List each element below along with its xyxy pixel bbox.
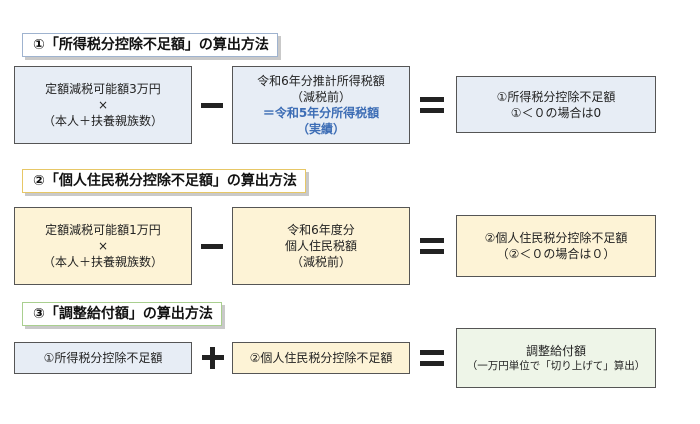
section1-estimated-tax-box: 令和6年分推計所得税額 （減税前） ＝令和5年分所得税額 （実績）: [232, 66, 410, 144]
section1-deduction-line1: 定額減税可能額3万円: [45, 82, 161, 96]
section1-prior-year-tax: ＝令和5年分所得税額: [262, 106, 380, 120]
section3-result-note: （一万円単位で「切り上げて」算出）: [466, 359, 646, 372]
section1-prior-year-actual: （実績）: [296, 122, 345, 136]
section2-result-line2: （②＜０の場合は０）: [496, 247, 616, 261]
section1-result-box: ①所得税分控除不足額 ①＜０の場合は0: [456, 76, 656, 133]
section1-result-line1: ①所得税分控除不足額: [496, 89, 616, 104]
section1-minus-operator: [201, 103, 223, 108]
section3-resident-tax-shortfall-box: ②個人住民税分控除不足額: [232, 342, 410, 374]
section1-deduction-line3: （本人＋扶養親族数）: [42, 114, 163, 128]
section2-minus-operator: [201, 244, 223, 249]
section3-heading: ③「調整給付額」の算出方法: [22, 302, 222, 326]
section2-resident-tax-line1: 令和6年度分: [287, 223, 355, 237]
section2-heading: ②「個人住民税分控除不足額」の算出方法: [22, 169, 306, 193]
section3-result-box: 調整給付額 （一万円単位で「切り上げて」算出）: [456, 328, 656, 388]
section3-plus-operator: [202, 347, 224, 369]
section2-resident-tax-line3: （減税前）: [290, 255, 351, 269]
section2-result-box: ②個人住民税分控除不足額 （②＜０の場合は０）: [456, 215, 656, 277]
section2-deduction-times: ×: [97, 239, 109, 253]
section3-equals-operator: [420, 350, 444, 366]
section3-resident-tax-shortfall-label: ②個人住民税分控除不足額: [249, 351, 393, 365]
section3-income-tax-shortfall-label: ①所得税分控除不足額: [43, 351, 163, 365]
section1-result-line2: ①＜０の場合は0: [510, 105, 602, 120]
section1-estimated-tax-line2: （減税前）: [290, 90, 351, 104]
section3-income-tax-shortfall-box: ①所得税分控除不足額: [14, 342, 192, 374]
section2-result-line1: ②個人住民税分控除不足額: [484, 231, 628, 245]
section2-deduction-line3: （本人＋扶養親族数）: [42, 255, 163, 269]
section1-deduction-times: ×: [97, 98, 109, 112]
section1-equals-operator: [420, 97, 444, 113]
section1-estimated-tax-line1: 令和6年分推計所得税額: [257, 74, 385, 88]
section2-resident-tax-box: 令和6年度分 個人住民税額 （減税前）: [232, 207, 410, 285]
section2-resident-tax-line2: 個人住民税額: [284, 239, 357, 253]
section3-result-title: 調整給付額: [525, 343, 586, 358]
section2-deduction-line1: 定額減税可能額1万円: [45, 223, 161, 237]
section2-deduction-box: 定額減税可能額1万円 × （本人＋扶養親族数）: [14, 207, 192, 285]
section1-deduction-box: 定額減税可能額3万円 × （本人＋扶養親族数）: [14, 66, 192, 144]
section1-heading: ①「所得税分控除不足額」の算出方法: [22, 33, 278, 57]
section2-equals-operator: [420, 238, 444, 254]
